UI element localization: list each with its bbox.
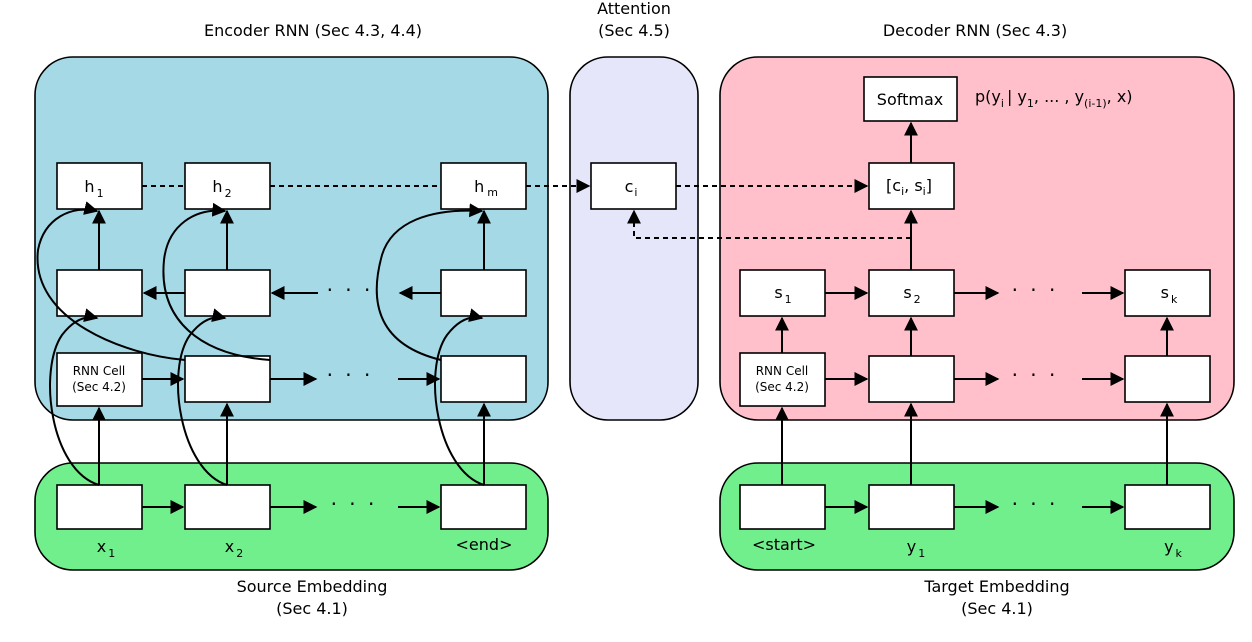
curve-emb2-to-bwd2: [177, 308, 228, 486]
encoder-region: [34, 56, 549, 421]
encoder-backward-cell-m: [440, 269, 527, 317]
encoder-rnn-cell-box: [56, 352, 143, 407]
encoder-backward-ellipsis: · · ·: [327, 278, 374, 302]
encoder-forward-cell-m: [440, 355, 527, 403]
encoder-rnn-cell-line2: (Sec 4.2): [72, 380, 126, 394]
decoder-state-sk-box: [1124, 269, 1211, 317]
softmax-label: Softmax: [877, 90, 943, 109]
source-embedding-region: [34, 462, 549, 571]
concat-label: [ci, si]: [886, 176, 932, 198]
decoder-rnn-cell-line1: RNN Cell: [756, 364, 809, 378]
decoder-cell-2: [868, 355, 955, 403]
source-embedding-box-end: [440, 484, 527, 530]
target-embedding-region: [719, 462, 1235, 571]
context-vector-box: [590, 162, 677, 210]
decoder-state-s1-box: [739, 269, 826, 317]
decoder-cell-ellipsis: · · ·: [1012, 363, 1059, 387]
source-token-end: <end>: [456, 535, 513, 554]
target-embedding-title-line1: Target Embedding: [923, 577, 1069, 596]
target-embedding-ellipsis: · · ·: [1012, 492, 1059, 516]
decoder-state-ellipsis: · · ·: [1012, 278, 1059, 302]
curve-embend-to-bwdm: [434, 308, 485, 486]
encoder-rnn-cell-line1: RNN Cell: [73, 364, 126, 378]
decoder-cell-k: [1124, 355, 1211, 403]
encoder-backward-cell-2: [184, 269, 271, 317]
target-token-start: <start>: [752, 535, 816, 554]
encoder-hidden-h1-box: [56, 162, 143, 210]
source-embedding-box-2: [184, 484, 271, 530]
softmax-box: [863, 76, 958, 122]
source-embedding-title-line1: Source Embedding: [237, 577, 388, 596]
encoder-forward-cell-2: [184, 355, 271, 403]
encoder-backward-cell-1: [56, 269, 143, 317]
concat-box: [868, 162, 955, 210]
target-embedding-box-k: [1124, 484, 1211, 530]
curve-emb1-to-bwd1: [49, 308, 100, 486]
dashed-decoder-state-to-context: [627, 209, 911, 239]
decoder-rnn-cell-line2: (Sec 4.2): [755, 380, 809, 394]
source-embedding-box-1: [56, 484, 143, 530]
attention-title-line1: Attention: [597, 0, 671, 18]
encoder-hidden-h2-box: [184, 162, 271, 210]
decoder-state-s2-box: [868, 269, 955, 317]
curve-fwdm-to-h2: [162, 202, 271, 361]
source-embedding-title-line2: (Sec 4.1): [276, 599, 348, 618]
target-embedding-box-1: [868, 484, 955, 530]
encoder-forward-ellipsis: · · ·: [327, 363, 374, 387]
curve-fwd2-to-h1: [36, 201, 186, 361]
output-probability-label: p(yi| y1, ... , y(i-1), x): [975, 87, 1133, 110]
encoder-hidden-hm-box: [440, 162, 527, 210]
context-vector-label: ci: [625, 177, 638, 199]
target-embedding-title-line2: (Sec 4.1): [961, 599, 1033, 618]
source-embedding-ellipsis: · · ·: [331, 492, 378, 516]
decoder-title: Decoder RNN (Sec 4.3): [883, 21, 1067, 40]
target-embedding-box-start: [739, 484, 826, 530]
curve-fwdm-to-hm: [375, 203, 484, 361]
encoder-title: Encoder RNN (Sec 4.3, 4.4): [204, 21, 422, 40]
attention-region: [569, 56, 699, 421]
attention-title-line2: (Sec 4.5): [598, 21, 670, 40]
